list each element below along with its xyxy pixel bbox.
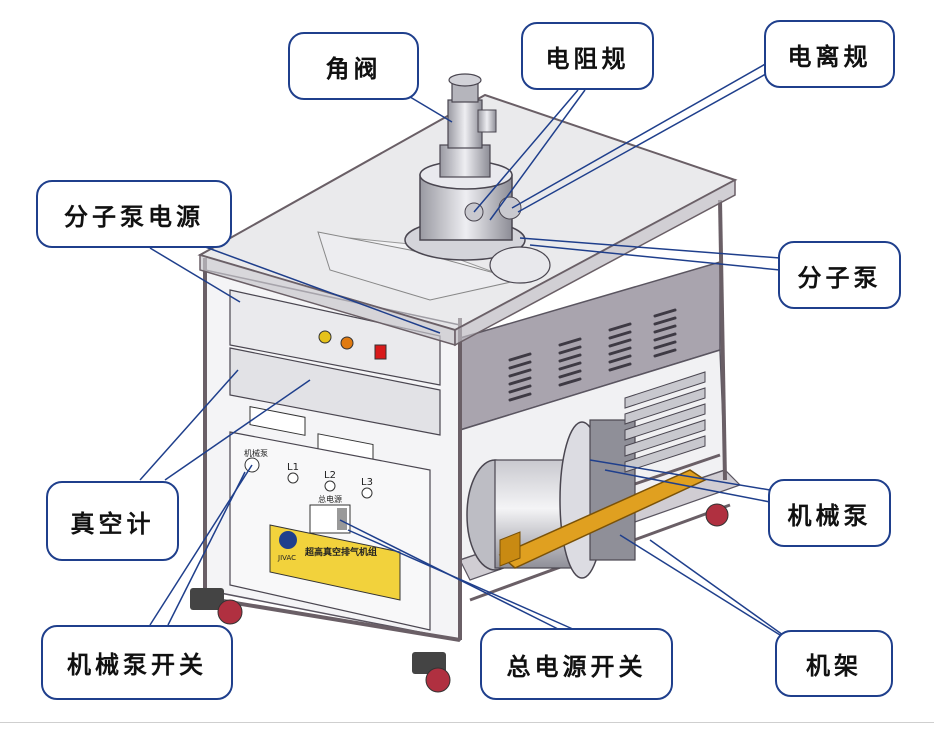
callout-mechanical-pump-switch: 机械泵开关 xyxy=(41,625,233,700)
indicator-orange xyxy=(340,336,354,350)
callout-molecular-pump: 分子泵 xyxy=(778,241,901,309)
mechanical-pump-graphic xyxy=(466,371,707,579)
callout-resistance-gauge: 电阻规 xyxy=(521,22,654,90)
bottom-rule xyxy=(0,722,934,723)
panel-pump-switch-text: 机械泵 xyxy=(244,448,268,458)
panel-main-switch-text: 总电源 xyxy=(318,494,342,504)
panel-l2-text: L2 xyxy=(324,470,336,481)
frame-posts xyxy=(203,199,727,642)
panel-l1-text: L1 xyxy=(287,462,299,473)
callout-ionization-gauge: 电离规 xyxy=(764,20,895,88)
callout-mechanical-pump: 机械泵 xyxy=(768,479,891,547)
ionization-gauge-graphic xyxy=(498,196,522,220)
indicator-yellow xyxy=(318,330,332,344)
callout-main-power-switch: 总电源开关 xyxy=(480,628,673,700)
panel-brand-text: JIVAC xyxy=(277,554,296,562)
casters xyxy=(190,503,729,693)
cooling-fins xyxy=(624,371,706,473)
vent-slots xyxy=(508,308,677,402)
power-rocker-switch xyxy=(374,344,387,360)
leader-lines xyxy=(139,49,801,641)
panel-product-name: 超高真空排气机组 xyxy=(304,546,377,558)
cabinet-side-panel xyxy=(459,260,721,432)
molecular-pump-assembly xyxy=(404,73,551,284)
panel-l3-text: L3 xyxy=(361,477,373,488)
callout-angle-valve: 角阀 xyxy=(288,32,419,100)
callout-vacuum-gauge: 真空计 xyxy=(46,481,179,561)
nameplate xyxy=(269,524,401,601)
callout-frame: 机架 xyxy=(775,630,893,697)
callout-molecular-pump-power: 分子泵电源 xyxy=(36,180,232,248)
